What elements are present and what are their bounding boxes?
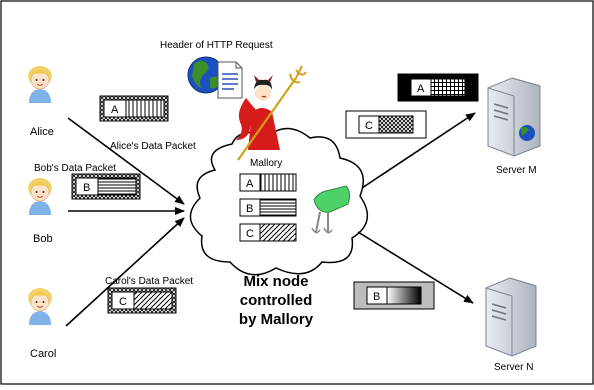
arrow-alice-to-mix: [67, 117, 185, 205]
alice-packet-letter: A: [111, 104, 119, 116]
mix-packet-b-letter: B: [246, 203, 253, 215]
bob-packet-letter: B: [83, 182, 90, 194]
mixer-icon: [311, 185, 351, 234]
carol-packet-label: Carol's Data Packet: [105, 276, 193, 287]
bob-packet-label: Bob's Data Packet: [34, 163, 116, 174]
output-packet-b: B: [353, 281, 435, 310]
output-packet-a-letter: A: [417, 83, 425, 95]
arrow-mix-to-server-n: [357, 231, 474, 304]
mallory-label: Mallory: [250, 158, 282, 169]
output-packet-c: C: [345, 110, 427, 139]
alice-data-packet: A: [99, 95, 169, 122]
http-header-label: Header of HTTP Request: [160, 40, 273, 51]
arrow-carol-to-mix: [65, 217, 185, 327]
output-packet-b-letter: B: [373, 291, 380, 303]
server-n-icon: [485, 277, 537, 357]
carol-label: Carol: [30, 348, 56, 360]
mix-packet-c: C: [239, 223, 297, 242]
server-n-label: Server N: [494, 362, 533, 373]
mix-node-caption-line1: Mix node: [243, 273, 308, 290]
server-m-icon: [487, 77, 541, 157]
arrow-mix-to-server-m: [361, 112, 476, 189]
carol-data-packet: C: [107, 287, 177, 314]
mix-packet-a-letter: A: [246, 178, 254, 190]
bob-data-packet: B: [71, 173, 141, 200]
globe-icon: [187, 56, 225, 94]
trident-icon: [237, 65, 307, 161]
flow-arrows: [65, 112, 476, 327]
alice-label: Alice: [30, 126, 54, 138]
bob-label: Bob: [33, 233, 53, 245]
output-packet-a: A: [397, 73, 479, 102]
mix-packet-b: B: [239, 198, 297, 217]
mix-packet-a: A: [239, 173, 297, 192]
mix-packet-c-letter: C: [246, 228, 254, 240]
mallory-devil-icon: [236, 75, 280, 150]
server-m-label: Server M: [496, 165, 537, 176]
mix-node-caption-line3: by Mallory: [239, 311, 314, 328]
carol-packet-letter: C: [119, 296, 127, 308]
alice-packet-label: Alice's Data Packet: [110, 141, 196, 152]
output-packet-c-letter: C: [365, 120, 373, 132]
document-icon: [217, 61, 243, 99]
mix-node-caption-line2: controlled: [240, 292, 313, 309]
